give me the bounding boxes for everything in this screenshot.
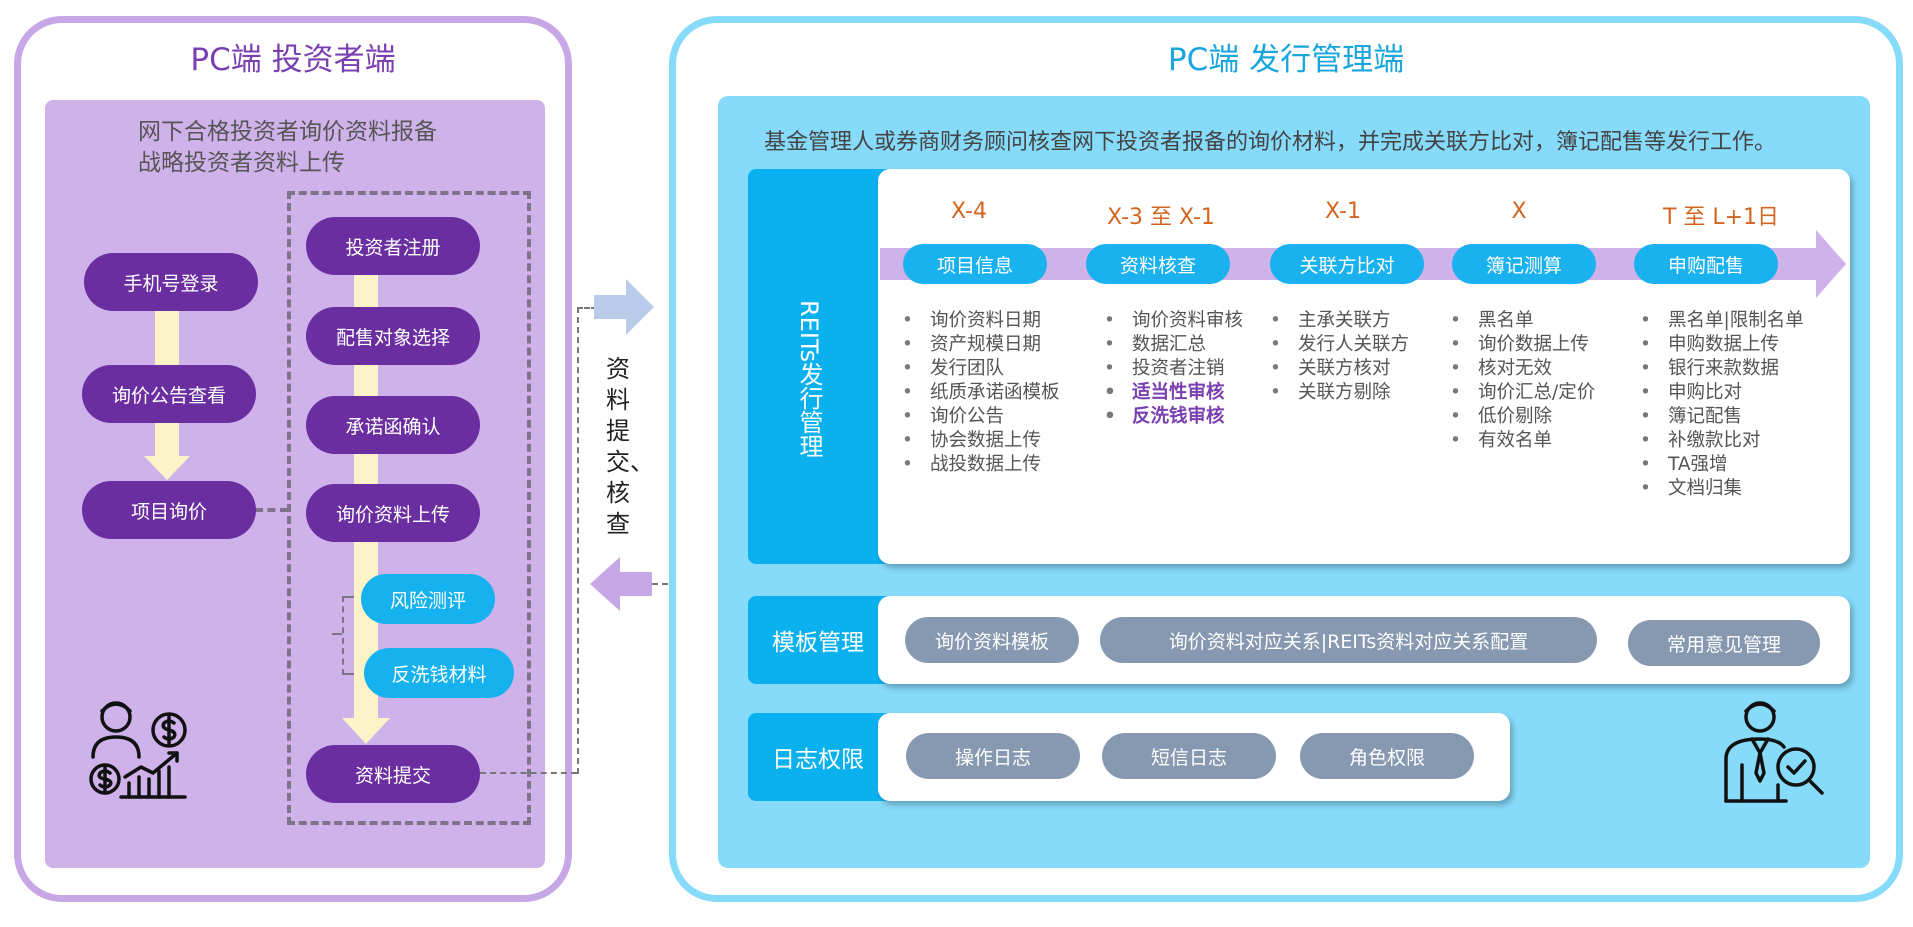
stage-4-item: 有效名单 [1450, 429, 1595, 453]
template-item-inquiry-template: 询价资料模板 [905, 617, 1079, 663]
review-arrow-left-icon [590, 557, 652, 611]
reits-section-label-bg [748, 169, 888, 564]
flow-b-step-3: 承诺函确认 [306, 396, 480, 454]
stage-5-list: 黑名单|限制名单 申购数据上传 银行来款数据 申购比对 簿记配售 补缴款比对 T… [1640, 309, 1804, 501]
stage-5-item: 申购数据上传 [1640, 333, 1804, 357]
sub-items-brace [342, 596, 354, 675]
flow-a-step-3: 项目询价 [82, 481, 256, 539]
log-item-sms-log: 短信日志 [1102, 733, 1276, 779]
stage-4-item: 询价汇总/定价 [1450, 381, 1595, 405]
issuer-panel-title: PC端 发行管理端 [1167, 42, 1405, 78]
log-item-role-permission: 角色权限 [1300, 733, 1474, 779]
stage-4-item: 黑名单 [1450, 309, 1595, 333]
template-item-mapping-config: 询价资料对应关系|REITs资料对应关系配置 [1100, 617, 1597, 663]
registration-group-box [287, 191, 531, 825]
reits-section-label: REITs发行管理 [795, 300, 823, 459]
stage-4-item: 低价剔除 [1450, 405, 1595, 429]
stage-2-list: 询价资料审核 数据汇总 投资者注销 适当性审核 反洗钱审核 [1104, 309, 1243, 429]
stage-3-item: 发行人关联方 [1270, 333, 1409, 357]
stage-5-item: 文档归集 [1640, 477, 1804, 501]
stage-2-item-highlight: 反洗钱审核 [1104, 405, 1243, 429]
investor-money-growth-icon [89, 701, 187, 799]
template-item-common-opinions: 常用意见管理 [1628, 620, 1820, 666]
stage-1-pill: 项目信息 [903, 244, 1047, 284]
stage-4-time: X [1511, 199, 1527, 224]
stage-4-pill: 簿记测算 [1452, 244, 1596, 284]
stage-5-pill: 申购配售 [1634, 244, 1778, 284]
manager-verification-icon [1724, 701, 1824, 803]
submit-connector-line-top [577, 307, 597, 309]
investor-panel-title: PC端 投资者端 [190, 42, 396, 78]
stage-1-item: 询价资料日期 [902, 309, 1060, 333]
stage-5-item: 补缴款比对 [1640, 429, 1804, 453]
stage-2-item: 询价资料审核 [1104, 309, 1243, 333]
inquiry-connector-line [255, 508, 288, 512]
stage-2-pill: 资料核查 [1086, 244, 1230, 284]
stage-3-time: X-1 [1325, 199, 1361, 224]
connector-label: 资料提交、核查 [606, 355, 654, 538]
stage-2-item: 数据汇总 [1104, 333, 1243, 357]
stage-5-item: 银行来款数据 [1640, 357, 1804, 381]
flow-b-step-2: 配售对象选择 [306, 307, 480, 365]
stage-2-item: 投资者注销 [1104, 357, 1243, 381]
stage-4-item: 核对无效 [1450, 357, 1595, 381]
stage-3-item: 主承关联方 [1270, 309, 1409, 333]
template-section-label: 模板管理 [748, 596, 888, 684]
stage-4-item: 询价数据上传 [1450, 333, 1595, 357]
stage-5-time: T 至 L+1日 [1662, 205, 1780, 230]
stage-5-item: 申购比对 [1640, 381, 1804, 405]
stage-1-item: 询价公告 [902, 405, 1060, 429]
stage-1-item: 协会数据上传 [902, 429, 1060, 453]
stage-2-item-highlight: 适当性审核 [1104, 381, 1243, 405]
flow-a-step-2: 询价公告查看 [82, 365, 256, 423]
timeline-arrow-head [1816, 230, 1846, 298]
flow-a-step-1: 手机号登录 [84, 253, 258, 311]
stage-2-time: X-3 至 X-1 [1107, 205, 1215, 230]
investor-desc-line-1: 网下合格投资者询价资料报备 [138, 119, 437, 145]
stage-5-item: TA强增 [1640, 453, 1804, 477]
log-section-label: 日志权限 [748, 713, 888, 801]
flow-b-step-4: 询价资料上传 [306, 484, 480, 542]
submit-connector-line-v [577, 307, 579, 774]
stage-1-item: 纸质承诺函模板 [902, 381, 1060, 405]
submit-connector-line-h [480, 772, 577, 774]
submit-step: 资料提交 [306, 745, 480, 803]
stage-3-item: 关联方剔除 [1270, 381, 1409, 405]
stage-1-time: X-4 [951, 199, 987, 224]
stage-5-item: 黑名单|限制名单 [1640, 309, 1804, 333]
investor-desc-line-2: 战略投资者资料上传 [138, 150, 345, 176]
sub-item-risk-assessment: 风险测评 [361, 574, 495, 624]
log-item-operation-log: 操作日志 [906, 733, 1080, 779]
submit-arrow-right-icon [594, 279, 654, 335]
stage-1-list: 询价资料日期 资产规模日期 发行团队 纸质承诺函模板 询价公告 协会数据上传 战… [902, 309, 1060, 477]
flow-b-step-1: 投资者注册 [306, 217, 480, 275]
stage-5-item: 簿记配售 [1640, 405, 1804, 429]
stage-1-item: 战投数据上传 [902, 453, 1060, 477]
flow-b-arrow-head [342, 718, 390, 744]
flow-a-arrow-head [144, 456, 190, 480]
issuer-description: 基金管理人或券商财务顾问核查网下投资者报备的询价材料，并完成关联方比对，簿记配售… [764, 130, 1777, 155]
stage-3-item: 关联方核对 [1270, 357, 1409, 381]
stage-3-pill: 关联方比对 [1270, 244, 1424, 284]
stage-1-item: 发行团队 [902, 357, 1060, 381]
sub-item-anti-money-laundering: 反洗钱材料 [364, 648, 514, 698]
stage-3-list: 主承关联方 发行人关联方 关联方核对 关联方剔除 [1270, 309, 1409, 405]
sub-items-brace-tick [332, 633, 342, 635]
stage-4-list: 黑名单 询价数据上传 核对无效 询价汇总/定价 低价剔除 有效名单 [1450, 309, 1595, 453]
investor-description: 网下合格投资者询价资料报备 战略投资者资料上传 [138, 117, 437, 179]
stage-1-item: 资产规模日期 [902, 333, 1060, 357]
